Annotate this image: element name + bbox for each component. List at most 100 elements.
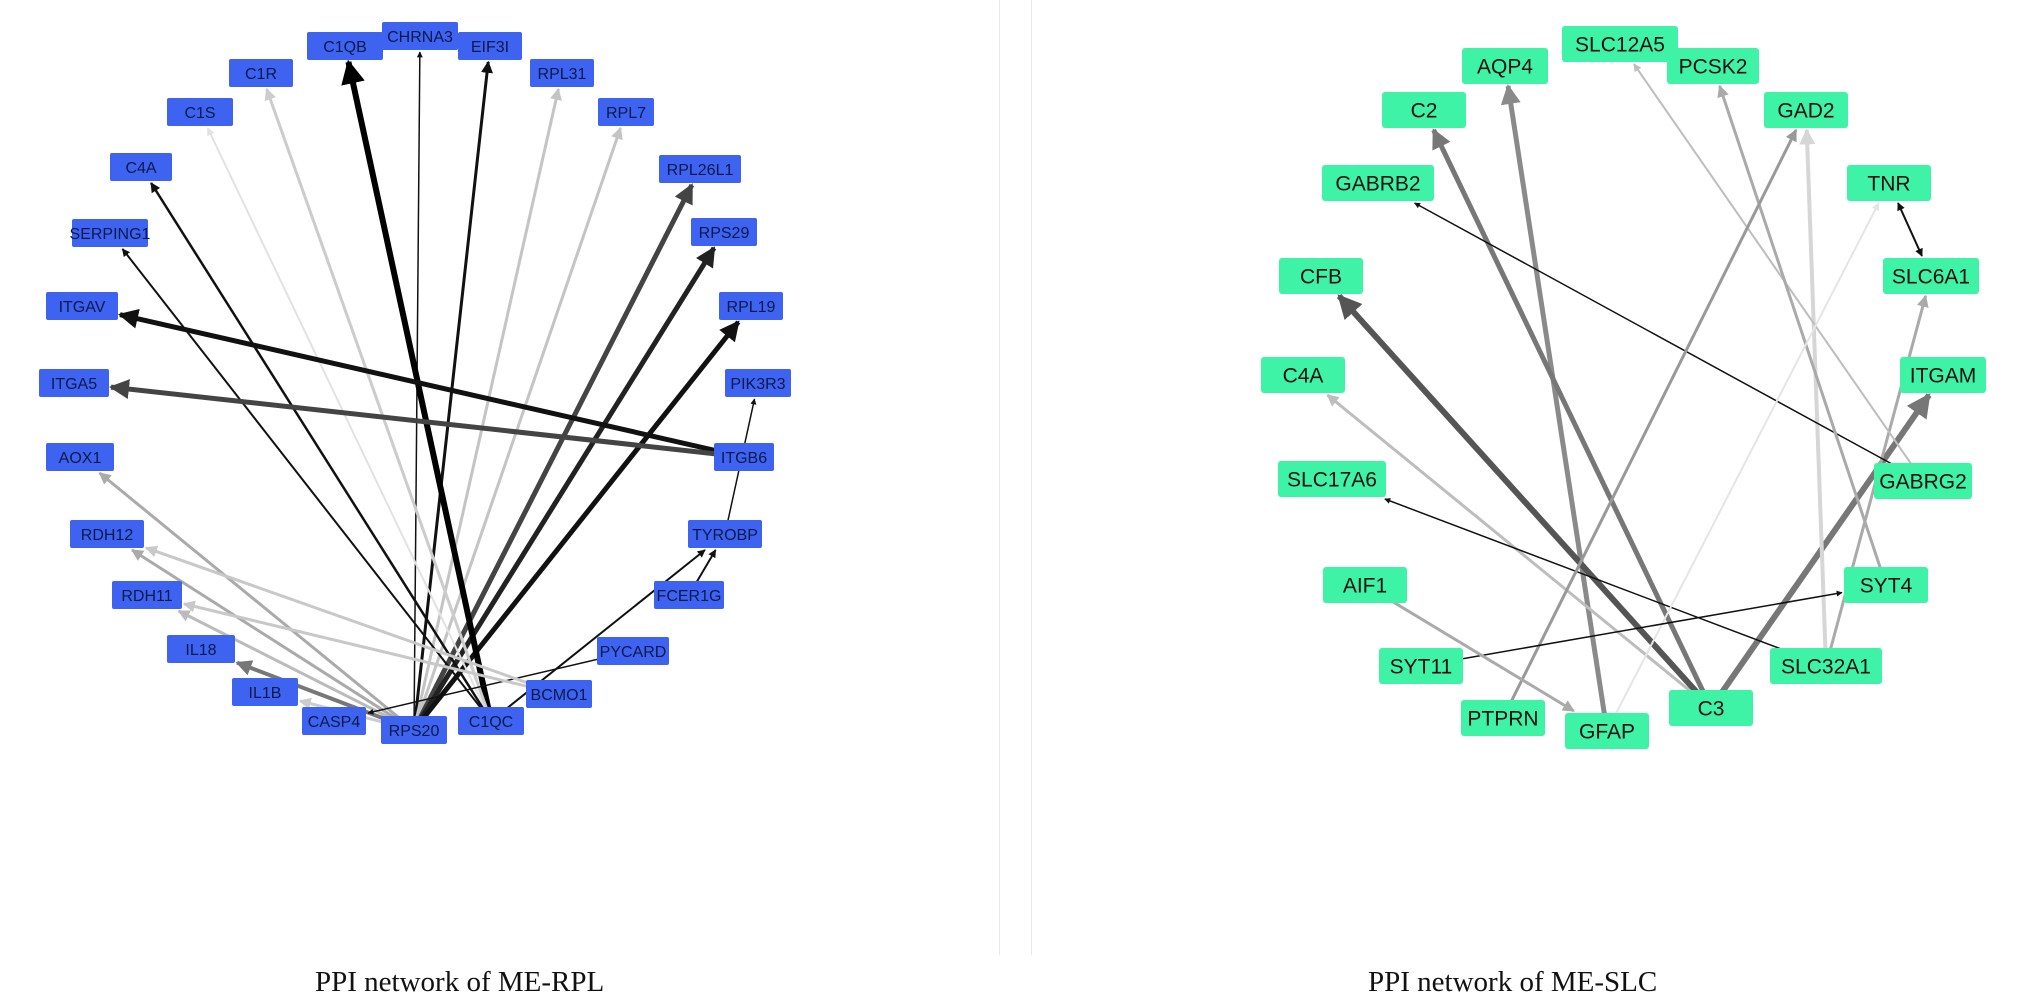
slc-node-label: CFB	[1300, 266, 1342, 289]
slc-node-gabrb2: GABRB2	[1322, 165, 1434, 201]
slc-node-box	[1764, 92, 1848, 128]
rpl-node-bcmo1: BCMO1	[526, 680, 592, 708]
rpl-node-box	[167, 98, 233, 126]
rpl-node-c1qb: C1QB	[307, 32, 383, 60]
slc-node-box	[1900, 357, 1986, 393]
rpl-node-il1b: IL1B	[232, 678, 298, 706]
slc-edge-aif1-to-gfap	[1364, 583, 1575, 713]
rpl-edge-c1qc-to-tyrobp	[490, 549, 706, 722]
rpl-node-il18: IL18	[167, 635, 235, 663]
slc-edge-gabrg2-to-slc12a5	[1633, 63, 1924, 482]
rpl-node-label: PIK3R3	[730, 376, 785, 393]
slc-node-label: PTPRN	[1467, 708, 1538, 731]
slc-node-box	[1562, 26, 1678, 62]
slc-node-box	[1667, 48, 1759, 84]
slc-edge-slc32a1-to-slc17a6	[1384, 498, 1827, 667]
slc-node-box	[1382, 92, 1466, 128]
rpl-node-rps20: RPS20	[381, 716, 447, 744]
slc-node-box	[1323, 567, 1407, 603]
rpl-node-box	[112, 581, 182, 609]
slc-node-gfap: GFAP	[1565, 713, 1649, 749]
rpl-node-rps29: RPS29	[691, 218, 757, 246]
rpl-node-box	[526, 680, 592, 708]
rpl-node-label: RPS29	[699, 225, 750, 242]
rpl-node-label: BCMO1	[531, 687, 588, 704]
rpl-node-label: RDH11	[121, 588, 172, 605]
rpl-node-box	[659, 155, 741, 183]
slc-node-slc17a6: SLC17A6	[1278, 461, 1386, 497]
slc-node-box	[1278, 461, 1386, 497]
rpl-node-box	[302, 707, 366, 735]
rpl-node-box	[725, 369, 791, 397]
slc-node-box	[1844, 567, 1928, 603]
rpl-node-pik3r3: PIK3R3	[725, 369, 791, 397]
slc-node-box	[1883, 258, 1979, 294]
rpl-node-box	[597, 637, 669, 665]
rpl-node-label: ITGAV	[59, 299, 106, 316]
slc-node-pcsk2: PCSK2	[1667, 48, 1759, 84]
rpl-edge-rps20-to-rps29	[411, 246, 717, 732]
rpl-node-box	[72, 219, 148, 247]
rpl-node-itgav: ITGAV	[46, 292, 118, 320]
rpl-edge-c1qc-to-c4a	[150, 182, 493, 722]
rpl-node-pycard: PYCARD	[597, 637, 669, 665]
slc-node-box	[1847, 165, 1931, 201]
slc-edge-gabrg2-to-gabrb2	[1414, 202, 1924, 482]
slc-node-ptprn: PTPRN	[1461, 700, 1545, 736]
rpl-node-label: CHRNA3	[387, 29, 453, 46]
rpl-node-label: SERPING1	[70, 226, 151, 243]
slc-node-label: SLC32A1	[1781, 656, 1871, 679]
rpl-node-box	[382, 22, 458, 50]
slc-node-box	[1874, 463, 1972, 499]
rpl-node-rdh12: RDH12	[70, 520, 144, 548]
slc-node-itgam: ITGAM	[1900, 357, 1986, 393]
rpl-node-c4a: C4A	[110, 153, 172, 181]
rpl-node-label: RDH12	[81, 527, 134, 544]
slc-node-aif1: AIF1	[1323, 567, 1407, 603]
slc-node-box	[1770, 648, 1882, 684]
slc-edge-syt4-to-pcsk2	[1717, 84, 1888, 586]
rpl-node-box	[229, 59, 293, 87]
slc-node-syt4: SYT4	[1844, 567, 1928, 603]
rpl-edge-rps20-to-rpl7	[412, 126, 623, 731]
slc-node-label: AQP4	[1477, 56, 1533, 79]
rpl-node-label: RPL7	[606, 105, 646, 122]
rpl-node-rpl31: RPL31	[530, 59, 594, 87]
rpl-node-label: C4A	[125, 160, 156, 177]
rpl-node-casp4: CASP4	[302, 707, 366, 735]
rpl-edges	[98, 51, 757, 732]
rpl-edge-rps20-to-rpl26l1	[411, 183, 695, 732]
slc-node-box	[1461, 700, 1545, 736]
slc-node-label: SLC6A1	[1892, 266, 1970, 289]
panel-divider	[999, 0, 1000, 955]
slc-node-slc32a1: SLC32A1	[1770, 648, 1882, 684]
slc-edge-gfap-to-tnr	[1606, 202, 1880, 732]
rpl-node-label: CASP4	[308, 714, 361, 731]
slc-edge-c3-to-c2	[1431, 128, 1714, 710]
rpl-edge-c1qc-to-c1qb	[341, 59, 494, 722]
slc-edge-c3-to-c4a	[1326, 393, 1712, 710]
rpl-node-label: C1S	[184, 105, 215, 122]
slc-node-c2: C2	[1382, 92, 1466, 128]
rpl-node-eif3i: EIF3I	[458, 32, 522, 60]
slc-node-label: C2	[1411, 100, 1438, 123]
slc-node-label: C4A	[1283, 365, 1324, 388]
rpl-node-c1s: C1S	[167, 98, 233, 126]
slc-node-slc12a5: SLC12A5	[1562, 26, 1678, 62]
rpl-node-box	[654, 581, 724, 609]
rpl-node-box	[458, 32, 522, 60]
slc-edge-tnr-to-slc6a1	[1897, 202, 1923, 257]
slc-node-slc6a1: SLC6A1	[1883, 258, 1979, 294]
slc-node-box	[1669, 690, 1753, 726]
rpl-node-label: AOX1	[59, 450, 102, 467]
rpl-node-label: C1QC	[469, 714, 513, 731]
rpl-node-rpl7: RPL7	[598, 98, 654, 126]
rpl-node-chrna3: CHRNA3	[382, 22, 458, 50]
rpl-node-label: IL1B	[249, 685, 282, 702]
rpl-node-itgb6: ITGB6	[714, 443, 774, 471]
slc-edge-gfap-to-aqp4	[1500, 84, 1610, 732]
slc-node-label: GAD2	[1777, 100, 1834, 123]
